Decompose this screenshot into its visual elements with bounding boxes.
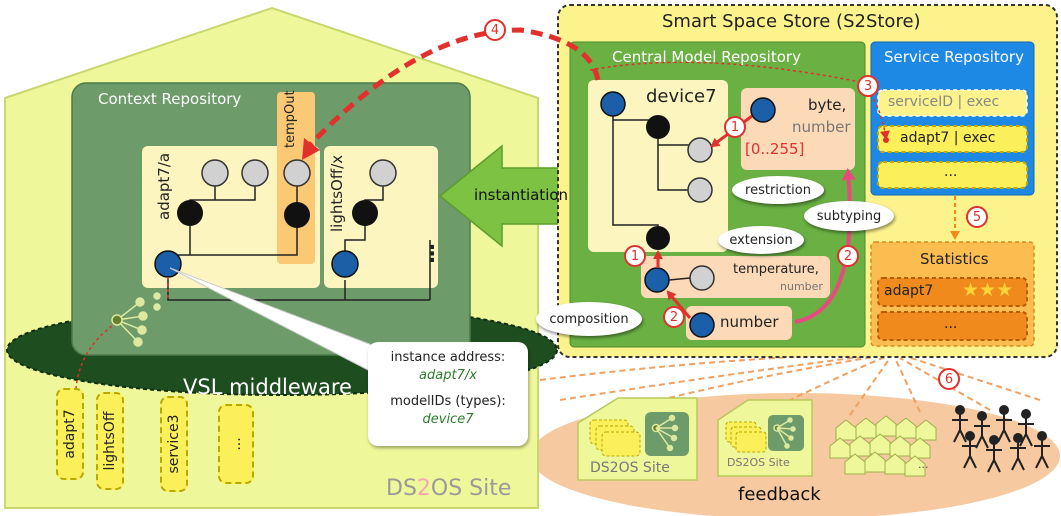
service-repo-row-more: ... <box>944 164 958 180</box>
feedback-site-2-label: DS2OS Site <box>727 456 790 469</box>
number-label: number <box>720 313 779 331</box>
temp-out-label: tempOut <box>283 90 298 148</box>
service-adapt7: adapt7 <box>56 388 84 480</box>
step-2-inheritance: 2 <box>663 306 685 328</box>
restriction-bubble: restriction <box>732 176 824 204</box>
device7-label: device7 <box>646 86 717 107</box>
step-6: 6 <box>938 368 960 390</box>
extension-bubble: extension <box>718 226 804 254</box>
vsl-tree-icon <box>111 292 161 347</box>
s2store-title: Smart Space Store (S2Store) <box>662 11 921 32</box>
temperature-number-label: number <box>780 280 823 293</box>
more-nodes-dots: ⋮ <box>421 242 443 267</box>
context-repository-title: Context Repository <box>98 90 242 108</box>
lights-label: lightsOff/x <box>328 154 346 232</box>
subtyping-bubble: subtyping <box>804 201 894 231</box>
service-repository-box <box>870 41 1035 196</box>
step-5: 5 <box>966 206 988 228</box>
adapt-label: adapt7/a <box>155 152 173 220</box>
step-3: 3 <box>857 75 879 97</box>
instance-address-label: instance address: <box>390 350 506 365</box>
byte-range-label: [0..255] <box>745 140 805 158</box>
temperature-label: temperature, <box>733 262 819 277</box>
statistics-title: Statistics <box>920 250 989 268</box>
instance-info-box: instance address: adapt7/x modelIDs (typ… <box>368 342 528 446</box>
statistics-row-more: ... <box>944 316 958 332</box>
step-1-extension: 1 <box>624 245 646 267</box>
byte-label: byte, <box>808 96 847 114</box>
site-name: DS2OS Site <box>386 476 512 501</box>
service-more: ... <box>218 404 254 484</box>
middleware-label: VSL middleware <box>183 375 352 399</box>
feedback-site-1-label: DS2OS Site <box>590 460 670 476</box>
cmr-title: Central Model Repository <box>612 48 801 66</box>
service-repo-header: serviceID | exec <box>888 94 1000 110</box>
composition-bubble: composition <box>536 302 642 336</box>
byte-number-label: number <box>792 118 851 136</box>
model-ids-value: device7 <box>422 412 474 427</box>
instance-address-value: adapt7/x <box>419 368 477 383</box>
rating-stars-icon: ★★★ <box>962 279 1014 301</box>
service-repo-row-adapt7: adapt7 | exec <box>900 130 996 146</box>
instantiation-label: instantiation <box>474 186 569 204</box>
feedback-people <box>952 405 1050 473</box>
model-nodes <box>600 91 776 338</box>
step-4: 4 <box>484 19 506 41</box>
feedback-label: feedback <box>738 484 821 505</box>
step-1-restriction: 1 <box>724 116 746 138</box>
step-2-subtyping: 2 <box>837 245 859 267</box>
statistics-row-adapt7: adapt7 <box>884 283 934 299</box>
feedback-houses-dots: ... <box>918 458 929 471</box>
service-service3: service3 <box>160 396 188 492</box>
service-repository-title: Service Repository <box>884 48 1024 66</box>
service-lightsoff: lightsOff <box>96 392 124 490</box>
feedback-houses <box>829 415 937 477</box>
model-ids-label: modelIDs (types): <box>390 394 506 409</box>
